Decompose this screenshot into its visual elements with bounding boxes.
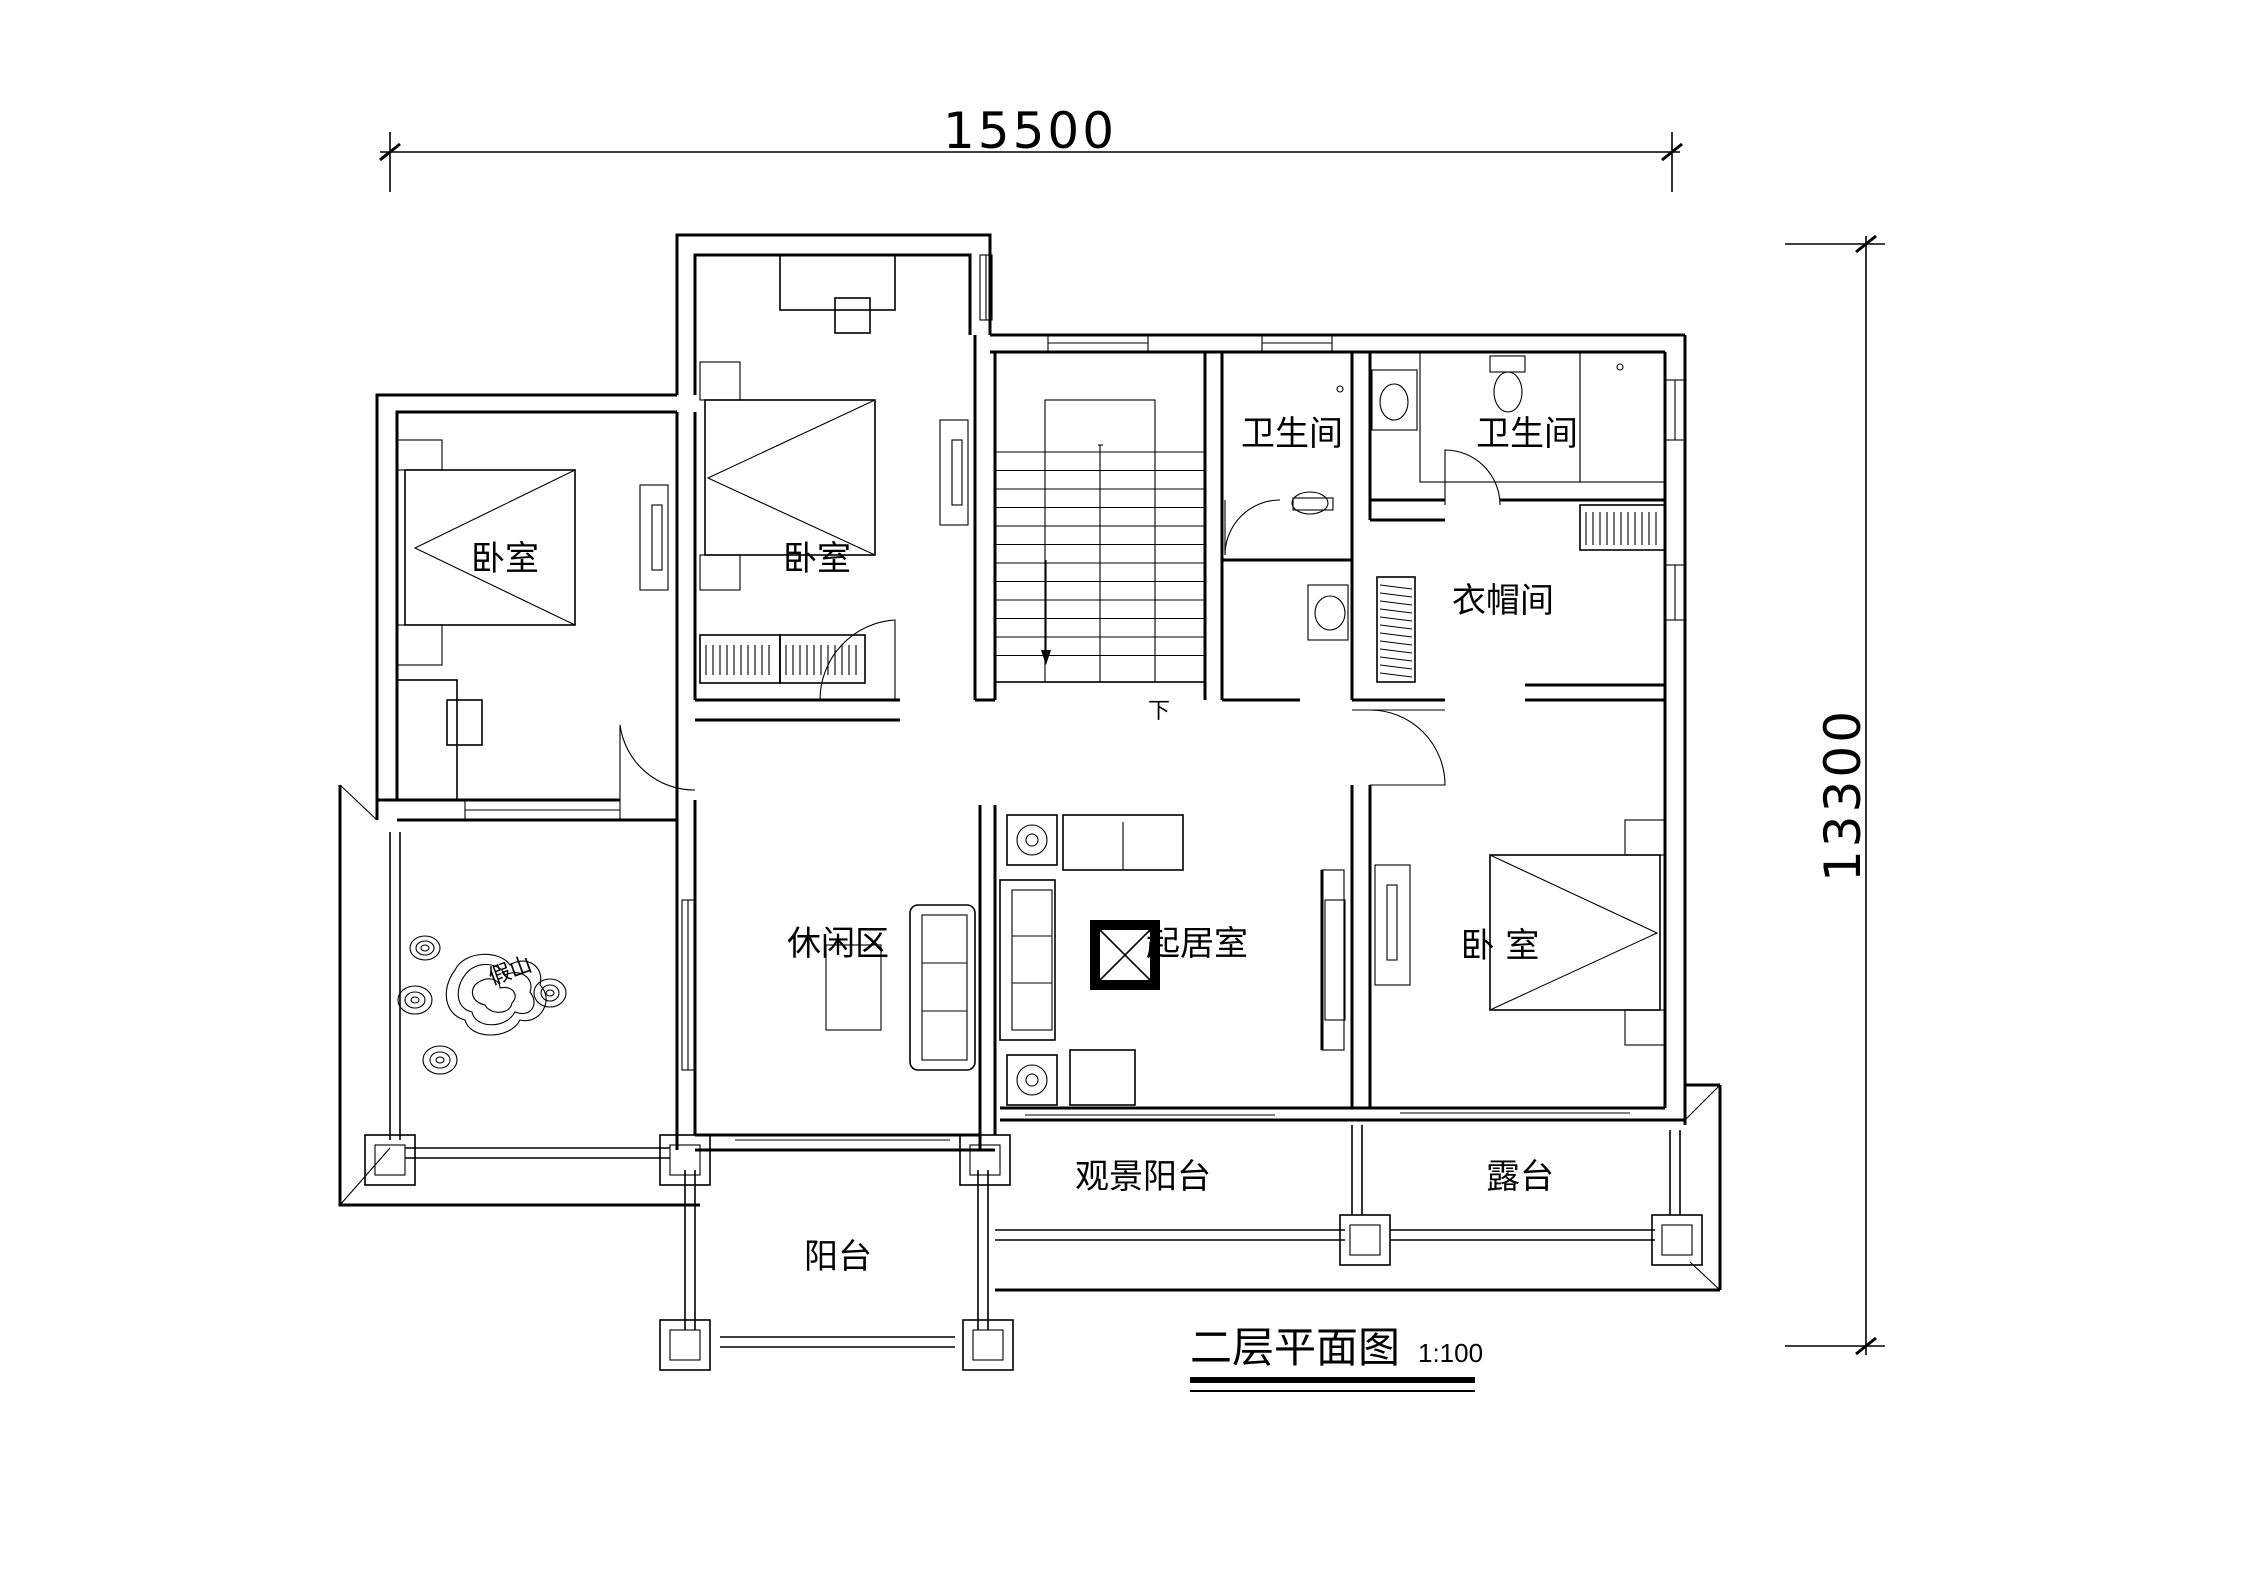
dimension-width-label: 15500 [943,102,1117,160]
bed-icon [396,361,1666,1046]
room-label-living-room: 起居室 [1146,924,1248,964]
rockery-label: 假山 [486,952,536,991]
room-label-view-balcony: 观景阳台 [1075,1157,1211,1197]
drawing-title: 二层平面图 1:100 [1190,1323,1483,1392]
room-label-bathroom-1: 卫生间 [1241,414,1343,454]
sofa-icon [909,814,1184,1106]
room-label-bedroom-left: 卧室 [471,539,539,579]
toilet-icon [1291,355,1526,515]
wardrobe-icon [639,419,1666,1021]
walls [375,233,1687,1152]
room-label-walk-in-closet: 衣帽间 [1452,581,1554,621]
room-label-bedroom-right: 卧 室 [1461,926,1540,966]
stair-down-label: 下 [1148,699,1170,724]
desk-chair-icon [396,254,896,801]
room-label-balcony: 阳台 [804,1237,872,1277]
dimension-width: 15500 [379,102,1683,192]
room-label-bathroom-2: 卫生间 [1476,414,1578,454]
balconies [338,784,1722,1348]
column-icon [364,1134,1703,1371]
dimension-height-label: 13300 [1814,708,1872,882]
rockery-icon: 假山 [397,935,567,1075]
stair-icon: 下 [994,351,1206,724]
drawing-scale: 1:100 [1418,1338,1483,1368]
door-swing-icon [619,449,1501,800]
sink-icon [1307,351,1666,641]
room-label-bedroom-top: 卧室 [783,539,851,579]
tea-table-icon [825,920,1160,1031]
room-labels: 卧室 卧室 卫生间 卫生间 衣帽间 休闲区 起居室 卧 室 观景阳台 露台 阳台 [471,414,1578,1277]
dimension-height: 13300 [1785,234,1885,1356]
window-icon [464,254,1686,1141]
room-label-lounge: 休闲区 [787,924,889,964]
room-label-terrace: 露台 [1486,1157,1554,1197]
drawing-title-text: 二层平面图 [1190,1323,1400,1372]
